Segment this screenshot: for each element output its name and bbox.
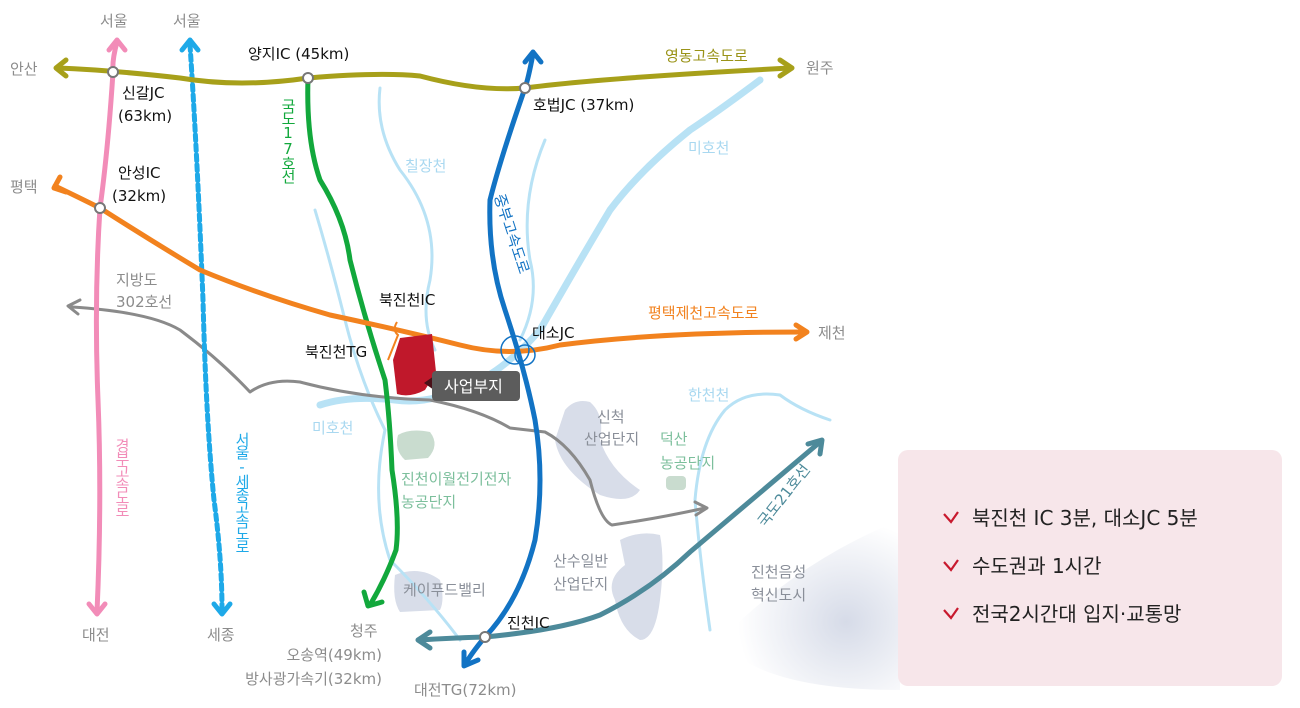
deoksan-label-2: 농공단지 [660, 454, 715, 472]
route302-road [70, 305, 707, 527]
yeongdong-expressway [55, 65, 793, 92]
highlight-item: 북진천 IC 3분, 대소JC 5분 [942, 502, 1198, 531]
dest-sejong: 세종 [207, 626, 235, 644]
hobeop-jc-label: 호법JC (37km) [533, 96, 634, 114]
anseong-ic-distance: (32km) [112, 187, 166, 205]
route302-label-1: 지방도 [116, 271, 158, 289]
dest-ansan: 안산 [10, 60, 38, 78]
highlights-panel: 북진천 IC 3분, 대소JC 5분 수도권과 1시간 전국2시간대 입지·교통… [898, 450, 1282, 686]
bukjincheon-ic-label: 북진천IC [379, 291, 435, 309]
dest-daejeon: 대전 [82, 626, 110, 644]
jungbu-arrow-icon [461, 49, 544, 669]
dest-cheongju: 청주 [350, 622, 378, 640]
highlight-item: 수도권과 1시간 [942, 550, 1101, 579]
seoul-sejong-arrow-icon [179, 37, 233, 617]
sansu-label-2: 산업단지 [553, 575, 608, 593]
hobeop-jc-node [519, 82, 531, 94]
dest-bangsa: 방사광가속기(32km) [245, 670, 382, 688]
route17-label: 국도17호선 [279, 98, 297, 184]
dest-jecheon: 제천 [818, 324, 846, 342]
check-icon [943, 606, 959, 620]
dest-daejeon-tg: 대전TG(72km) [414, 681, 516, 699]
pyeongtaek-jecheon-label: 평택제천고속도로 [648, 304, 759, 322]
route302-label-2: 302호선 [116, 293, 172, 311]
innov-label-1: 진천음성 [751, 563, 806, 581]
dest-seoul-gyeongbu: 서울 [100, 12, 128, 30]
route21-road [417, 439, 823, 643]
sansu-label-1: 산수일반 [553, 552, 608, 570]
highlight-item: 전국2시간대 입지·교통망 [942, 598, 1181, 627]
gyeongbu-arrow-icon [86, 37, 128, 617]
jincheon-ic-node [479, 631, 491, 643]
daeso-interchange-icon [500, 335, 536, 366]
anseong-ic-node [94, 202, 106, 214]
site-pointer-icon [424, 376, 434, 390]
iwol-label-2: 농공단지 [401, 493, 456, 511]
route17-arrow-icon [361, 589, 385, 609]
site-label: 사업부지 [444, 377, 503, 396]
dest-osong: 오송역(49km) [287, 646, 383, 664]
check-icon [943, 558, 959, 572]
highlight-text: 수도권과 1시간 [972, 554, 1102, 578]
gyeongbu-expressway [93, 39, 120, 615]
site-label-box [432, 371, 520, 401]
singal-jc-label: 신갈JC [122, 84, 165, 102]
kfood-label: 케이푸드밸리 [403, 581, 486, 599]
yeongdong-label: 영동고속도로 [665, 47, 748, 65]
singal-jc-node [107, 66, 119, 78]
miho-river-label-2: 미호천 [312, 419, 353, 437]
seoul-sejong-expressway [187, 42, 225, 613]
check-icon [943, 510, 959, 524]
bukjincheon-tg-label: 북진천TG [305, 343, 367, 361]
route302-arrow-icon [66, 298, 709, 517]
daeso-jc-label: 대소JC [532, 324, 575, 342]
jincheon-ic-label: 진천IC [507, 614, 550, 632]
seoul-sejong-label: 서울-세종고속도로 [233, 432, 251, 552]
sansu-industrial-area [611, 533, 663, 640]
anseong-ic-label: 안성IC [118, 164, 161, 182]
deoksan-agri-area [666, 476, 686, 490]
highlight-text: 전국2시간대 입지·교통망 [972, 602, 1182, 626]
sincheok-industrial-area [555, 401, 640, 499]
dest-wonju: 원주 [806, 59, 834, 77]
gyeongbu-label: 경부고속도로 [113, 438, 131, 516]
bukjincheon-ic-icon [387, 321, 400, 361]
yangji-ic-label: 양지IC (45km) [248, 45, 349, 63]
dest-seoul-sejong: 서울 [173, 12, 201, 30]
iwol-agri-area [396, 430, 435, 460]
highlight-text: 북진천 IC 3분, 대소JC 5분 [972, 506, 1198, 530]
pyeongtaek-jecheon-expressway [52, 183, 808, 354]
route21-arrow-icon [415, 437, 825, 651]
sincheok-label-2: 산업단지 [584, 430, 639, 448]
rivers [313, 76, 832, 642]
miho-river-label-1: 미호천 [688, 139, 729, 157]
singal-jc-distance: (63km) [118, 107, 172, 125]
iwol-label-1: 진천이월전기전자 [401, 470, 512, 488]
yeongdong-arrow-icon [53, 57, 795, 79]
route17-road [305, 75, 400, 608]
sincheok-label-1: 신척 [597, 408, 625, 426]
yangji-ic-node [302, 72, 314, 84]
deoksan-label-1: 덕산 [660, 430, 688, 448]
innov-label-2: 혁신도시 [751, 586, 806, 604]
pyeongtaek-jecheon-arrow-icon [51, 174, 810, 342]
dest-pyeongtaek: 평택 [10, 178, 38, 196]
hancheon-river-label: 한천천 [688, 386, 729, 404]
jungbu-expressway [462, 51, 543, 668]
project-site-area [393, 334, 436, 396]
innovation-city-area [720, 520, 900, 690]
chiljang-river-label: 칠장천 [405, 157, 446, 175]
